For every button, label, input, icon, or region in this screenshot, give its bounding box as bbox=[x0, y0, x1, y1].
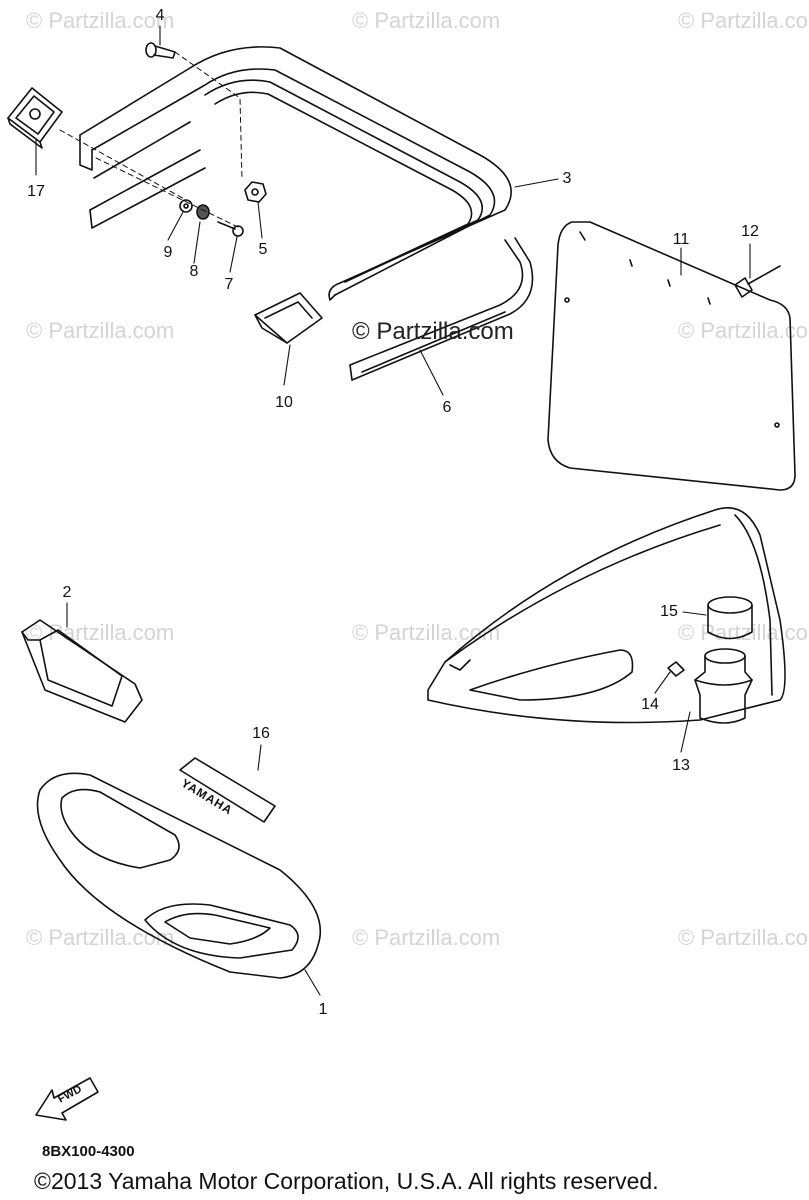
callout-7: 7 bbox=[224, 276, 234, 293]
cap-part-10 bbox=[254, 292, 323, 344]
frame-part-3 bbox=[79, 46, 512, 301]
leader-lines bbox=[35, 25, 751, 996]
watermark: © Partzilla.com bbox=[352, 8, 501, 33]
bracket-part-17 bbox=[7, 87, 63, 149]
callout-17: 17 bbox=[27, 183, 45, 200]
watermark: © Partzilla.com bbox=[26, 925, 175, 950]
watermark: © Partzilla.com bbox=[678, 318, 809, 343]
callout-13: 13 bbox=[672, 757, 690, 774]
panel-part-11 bbox=[547, 221, 796, 491]
clip-part-14 bbox=[667, 661, 685, 677]
watermark: © Partzilla.com bbox=[26, 620, 175, 645]
callout-11: 11 bbox=[672, 231, 690, 248]
cover-part-2 bbox=[21, 619, 143, 723]
callout-8: 8 bbox=[189, 263, 199, 280]
assembly-guide-lines bbox=[59, 51, 243, 229]
callout-4: 4 bbox=[155, 7, 165, 24]
washer-hole bbox=[183, 203, 189, 209]
callout-5: 5 bbox=[258, 241, 268, 258]
callout-15: 15 bbox=[660, 603, 678, 620]
callout-6: 6 bbox=[442, 399, 452, 416]
nut-part-5 bbox=[244, 181, 267, 203]
rubber-strip-part-6 bbox=[349, 237, 534, 381]
callout-12: 12 bbox=[741, 223, 759, 240]
watermark: © Partzilla.com bbox=[678, 925, 809, 950]
bulb-part-15 bbox=[707, 596, 753, 640]
watermark: © Partzilla.com bbox=[678, 620, 809, 645]
callout-1: 1 bbox=[318, 1001, 328, 1018]
screw-part-7 bbox=[217, 221, 244, 237]
center-watermark: © Partzilla.com bbox=[352, 318, 514, 345]
washer-part-8 bbox=[196, 204, 210, 220]
callout-3: 3 bbox=[562, 170, 572, 187]
callout-14: 14 bbox=[641, 696, 659, 713]
bolt-part-4 bbox=[145, 42, 176, 59]
fwd-arrow-icon bbox=[35, 1077, 99, 1121]
watermark: © Partzilla.com bbox=[678, 8, 809, 33]
watermark: © Partzilla.com bbox=[352, 925, 501, 950]
rivet-part-12 bbox=[734, 265, 781, 298]
hood-part-1 bbox=[36, 772, 322, 979]
socket-part-13 bbox=[694, 648, 753, 724]
watermark: © Partzilla.com bbox=[26, 318, 175, 343]
copyright-notice: ©2013 Yamaha Motor Corporation, U.S.A. A… bbox=[34, 1168, 659, 1194]
callout-9: 9 bbox=[163, 244, 173, 261]
decal-part-16 bbox=[179, 757, 276, 823]
watermark: © Partzilla.com bbox=[26, 8, 175, 33]
callout-10: 10 bbox=[275, 394, 293, 411]
callout-16: 16 bbox=[252, 725, 270, 742]
diagram-code: 8BX100-4300 bbox=[42, 1143, 135, 1160]
callout-2: 2 bbox=[62, 584, 72, 601]
rear-body bbox=[427, 507, 786, 724]
